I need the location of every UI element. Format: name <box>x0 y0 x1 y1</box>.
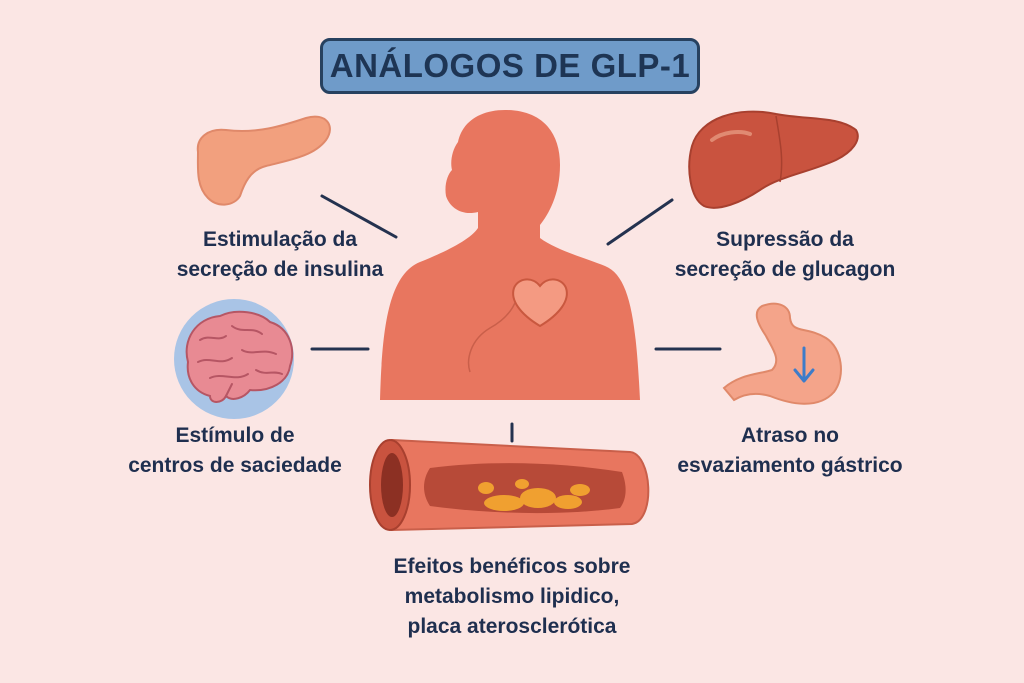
label-stomach-line1: Atraso no <box>740 424 839 447</box>
label-stomach: Atraso no esvaziamento gástrico <box>655 421 925 481</box>
heart-icon <box>512 278 568 328</box>
connector-pancreas <box>320 194 398 239</box>
label-vessel-line2: metabolismo lipidico, <box>404 585 620 608</box>
label-vessel-line1: Efeitos benéficos sobre <box>393 555 631 578</box>
label-stomach-line2: esvaziamento gástrico <box>677 454 903 477</box>
page-title: ANÁLOGOS DE GLP-1 <box>329 47 691 84</box>
connector-lines <box>310 194 722 443</box>
human-body-icon <box>380 110 640 400</box>
label-vessel: Efeitos benéficos sobre metabolismo lipi… <box>362 552 662 642</box>
label-pancreas-line2: secreção de insulina <box>176 258 384 281</box>
label-brain-line1: Estímulo de <box>175 424 295 447</box>
plaque <box>478 479 590 511</box>
label-vessel-line3: placa aterosclerótica <box>407 615 617 638</box>
label-pancreas: Estimulação da secreção de insulina <box>160 225 400 285</box>
liver-icon <box>688 110 859 209</box>
down-arrow-icon <box>793 346 815 383</box>
label-liver-line2: secreção de glucagon <box>674 258 896 281</box>
label-liver-line1: Supressão da <box>716 228 854 251</box>
brain-icon <box>174 299 294 419</box>
connector-liver <box>606 198 674 246</box>
label-liver: Supressão da secreção de glucagon <box>650 225 920 285</box>
label-brain-line2: centros de saciedade <box>128 454 342 477</box>
pancreas-icon <box>196 115 331 206</box>
title-box: ANÁLOGOS DE GLP-1 <box>320 38 700 94</box>
stomach-icon <box>722 302 842 405</box>
label-brain: Estímulo de centros de saciedade <box>105 421 365 481</box>
blood-vessel-icon <box>369 438 650 532</box>
label-pancreas-line1: Estimulação da <box>202 228 358 251</box>
